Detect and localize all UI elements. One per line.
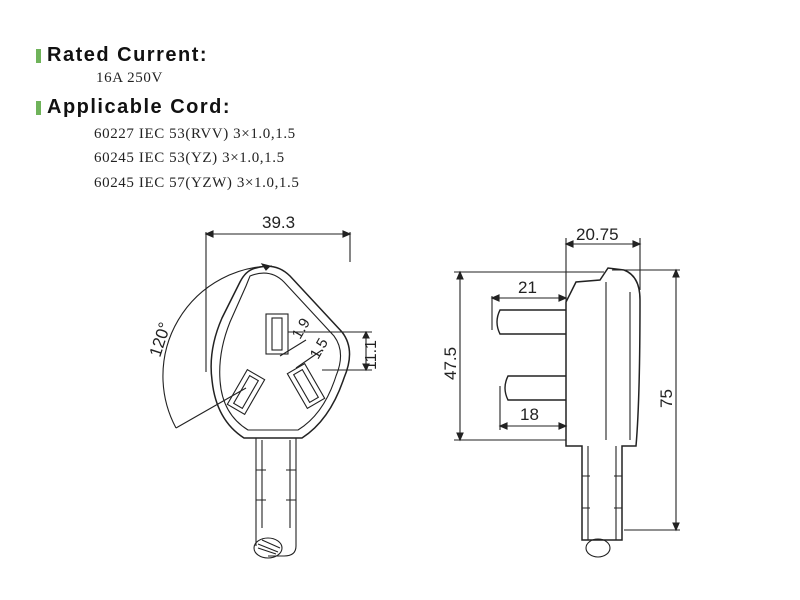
total-length-label: 75	[657, 389, 676, 408]
dimension-arrows	[564, 240, 642, 248]
heading-colon: :	[222, 96, 232, 118]
earth-pin-slot	[265, 313, 289, 355]
pin-span-label: 47.5	[441, 347, 460, 380]
front-width-label: 39.3	[262, 213, 295, 232]
cable-grip-ribs	[582, 475, 622, 509]
height-label: 11.1	[363, 340, 380, 370]
cord-spec-line: 60245 IEC 57(YZW) 3×1.0,1.5	[94, 175, 300, 191]
dimension-arrows	[490, 294, 568, 302]
cable-end	[585, 538, 611, 558]
cable-outline	[255, 438, 297, 530]
cord-spec-line: 60227 IEC 53(RVV) 3×1.0,1.5	[94, 126, 296, 142]
pin-offset-a-label: 1.9	[289, 315, 314, 342]
plug-side-outline	[565, 267, 641, 541]
plug-side-inner	[605, 282, 631, 440]
dimension-arrows	[672, 268, 680, 532]
cable-inner	[261, 440, 291, 528]
angle-label: 120°	[146, 320, 175, 359]
side-depth-label: 20.75	[576, 225, 619, 244]
side-view: 20.75 21 18 47.5 75	[441, 225, 680, 558]
upper-pin	[496, 309, 566, 335]
cable-strands	[257, 539, 281, 555]
rated-current-title: Rated Current	[47, 44, 200, 66]
plug-face-outline	[210, 265, 351, 439]
plug-face-inner	[219, 272, 342, 431]
front-view: 39.3 120° 11.1 1.9 1.5	[146, 213, 380, 559]
dimension-arrows	[204, 230, 352, 238]
heading-marker	[36, 48, 41, 63]
applicable-cord-heading: Applicable Cord :	[36, 96, 231, 119]
rated-current-value: 16A 250V	[96, 70, 163, 86]
lower-pin-label: 18	[520, 405, 539, 424]
cable-end	[253, 537, 283, 559]
earth-pin	[271, 317, 283, 351]
rated-current-heading: Rated Current :	[36, 44, 208, 67]
cord-spec-line: 60245 IEC 53(YZ) 3×1.0,1.5	[94, 150, 285, 166]
cable-grip-ribs	[256, 469, 296, 501]
heading-marker	[36, 100, 41, 115]
neutral-pin-slot	[286, 362, 326, 410]
dimension-arrows	[362, 330, 370, 372]
offset-leader	[295, 349, 323, 369]
dimension-arrows	[498, 422, 568, 430]
dimension-arrows	[456, 270, 464, 442]
upper-pin-label: 21	[518, 278, 537, 297]
angle-leader	[175, 387, 247, 429]
live-pin-slot	[226, 368, 266, 416]
cable-side-inner	[587, 446, 617, 540]
applicable-cord-title: Applicable Cord	[47, 96, 223, 118]
heading-colon: :	[199, 44, 209, 66]
lower-pin	[504, 375, 566, 401]
offset-leader	[279, 339, 307, 357]
cable-tail	[255, 530, 297, 557]
angle-arc	[162, 265, 273, 429]
